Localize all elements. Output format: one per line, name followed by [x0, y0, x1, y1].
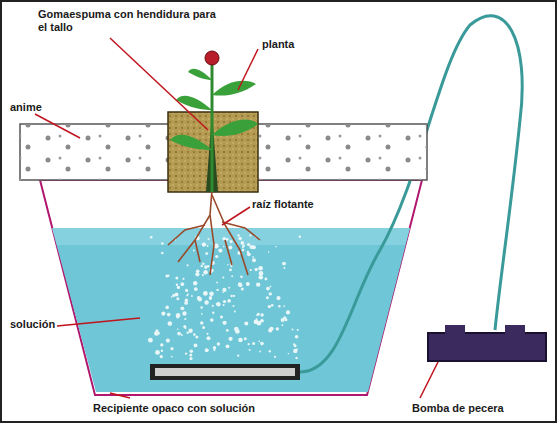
- container: [40, 180, 422, 395]
- plant: [170, 51, 258, 192]
- callout-label: Gomaespuma con hendidura para el tallo: [38, 8, 223, 33]
- callout-label: raíz flotante: [252, 198, 314, 211]
- air-tube: [300, 16, 522, 372]
- callout-label: Bomba de pecera: [412, 402, 504, 415]
- air-stone: [150, 364, 300, 380]
- callout-label: solución: [10, 318, 55, 331]
- roots: [168, 190, 260, 275]
- aquarium-pump: [428, 333, 546, 361]
- nutrient-solution: [52, 228, 410, 392]
- air-bubbles: [148, 234, 301, 360]
- leader-lines: [35, 38, 438, 398]
- styrofoam-board: [20, 124, 170, 180]
- callout-label: anime: [10, 101, 42, 114]
- callout-label: planta: [262, 38, 294, 51]
- callout-label: Recipiente opaco con solución: [93, 402, 255, 415]
